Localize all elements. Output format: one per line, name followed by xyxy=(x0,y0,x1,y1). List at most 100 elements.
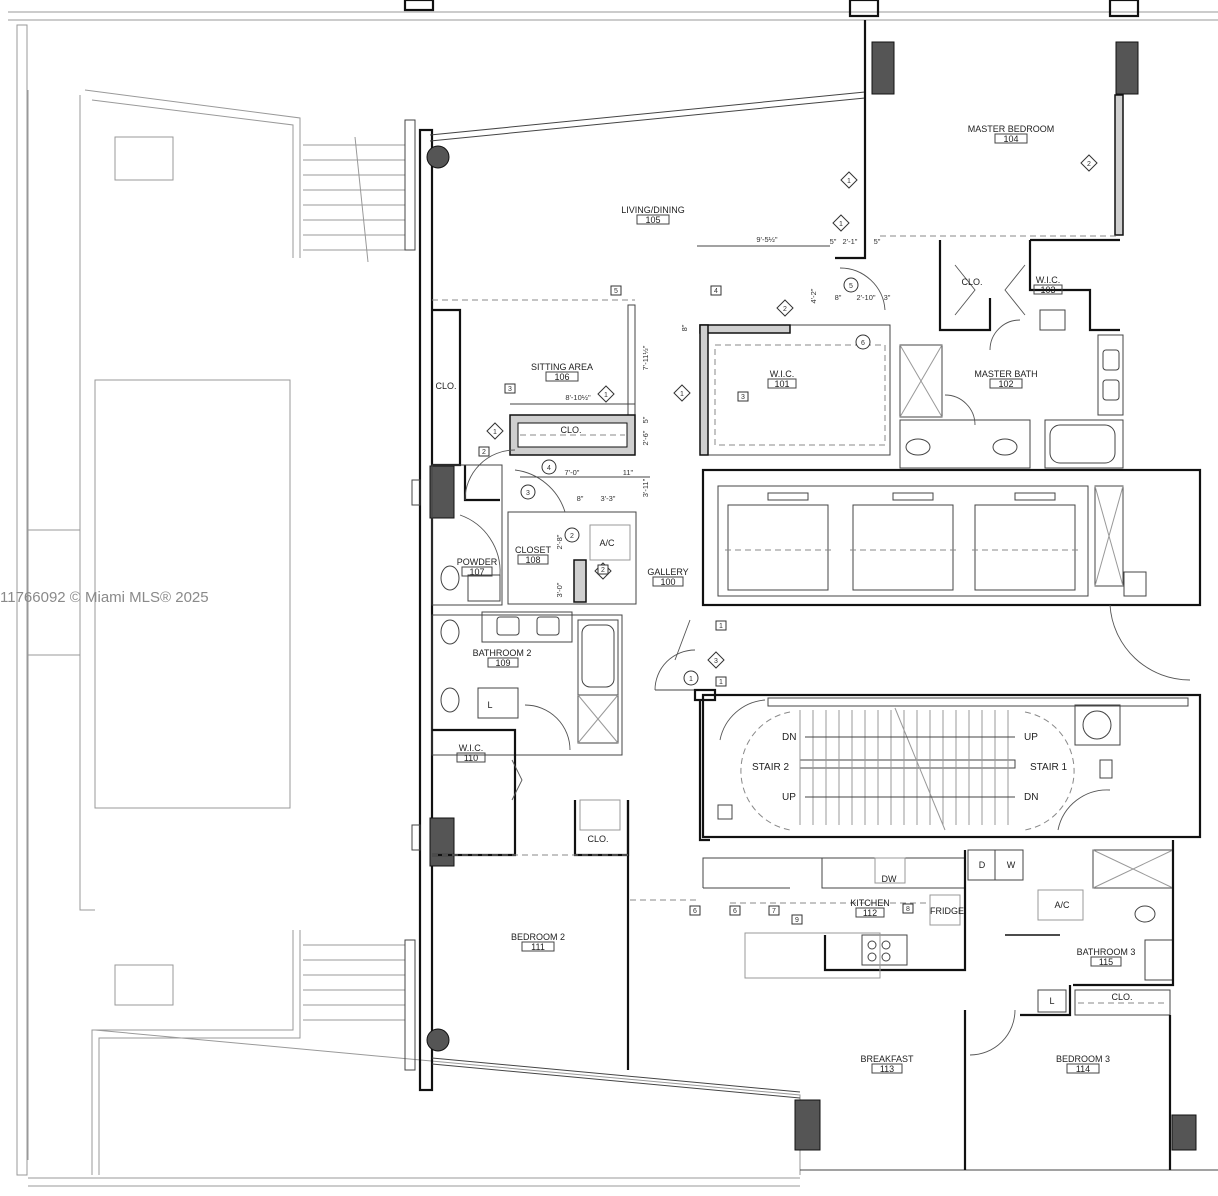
svg-text:2: 2 xyxy=(601,567,605,574)
svg-text:D: D xyxy=(979,860,986,870)
washer-label: W xyxy=(1007,860,1016,870)
svg-text:3: 3 xyxy=(741,394,745,401)
svg-text:11": 11" xyxy=(623,468,634,477)
keynote-box: 8 xyxy=(902,903,914,914)
svg-text:2: 2 xyxy=(482,449,486,456)
svg-text:114: 114 xyxy=(1076,1064,1090,1074)
svg-text:CLO.: CLO. xyxy=(961,277,982,287)
keynote-circle: 1 xyxy=(683,670,699,686)
svg-text:6: 6 xyxy=(693,908,697,915)
svg-text:7: 7 xyxy=(772,908,776,915)
top-railing xyxy=(8,0,1218,21)
svg-text:L: L xyxy=(487,700,492,710)
svg-text:1: 1 xyxy=(604,392,608,399)
svg-text:LIVING/DINING: LIVING/DINING xyxy=(621,205,685,215)
svg-text:2: 2 xyxy=(783,306,787,313)
room-label-wic-103: W.I.C.103 xyxy=(1033,275,1063,295)
svg-text:FRIDGE: FRIDGE xyxy=(930,906,964,916)
west-wall xyxy=(404,119,455,1092)
svg-text:2: 2 xyxy=(1087,161,1091,168)
laundry-label: L xyxy=(487,700,492,710)
svg-text:107: 107 xyxy=(469,567,484,577)
svg-text:5": 5" xyxy=(830,237,837,246)
svg-text:3": 3" xyxy=(884,293,891,302)
fridge-label: FRIDGE xyxy=(930,906,964,916)
west-rooms xyxy=(431,299,700,1070)
keynote-circle: 4 xyxy=(541,459,557,475)
svg-text:8'-10½": 8'-10½" xyxy=(565,393,591,402)
svg-text:POWDER: POWDER xyxy=(457,557,498,567)
south-curtain-wall xyxy=(431,1057,1218,1171)
keynote-circle: 3 xyxy=(520,484,536,500)
svg-text:4: 4 xyxy=(547,465,551,472)
svg-text:3: 3 xyxy=(508,386,512,393)
keynote-box: 7 xyxy=(768,905,780,916)
keynote-diamond: 1 xyxy=(673,384,691,402)
terrace-steps-top xyxy=(303,136,405,263)
svg-text:A/C: A/C xyxy=(1054,900,1070,910)
svg-text:BEDROOM 3: BEDROOM 3 xyxy=(1056,1054,1110,1064)
stair-core xyxy=(701,693,1202,839)
room-label-clo-bedroom2: CLO. xyxy=(587,834,608,844)
svg-text:6: 6 xyxy=(733,908,737,915)
svg-text:102: 102 xyxy=(998,379,1013,389)
svg-text:STAIR 1: STAIR 1 xyxy=(1030,762,1067,773)
keynote-circle: 6 xyxy=(855,334,871,350)
svg-text:3'-11": 3'-11" xyxy=(641,478,650,497)
svg-text:105: 105 xyxy=(645,215,660,225)
svg-text:2'-6": 2'-6" xyxy=(641,430,650,445)
room-label-clo-bedroom3: CLO. xyxy=(1111,992,1132,1002)
svg-text:106: 106 xyxy=(554,372,569,382)
keynote-box: 2 xyxy=(597,564,609,575)
svg-text:L: L xyxy=(1049,996,1054,1006)
svg-text:1: 1 xyxy=(719,679,723,686)
svg-text:BREAKFAST: BREAKFAST xyxy=(860,1054,914,1064)
svg-text:5": 5" xyxy=(641,416,650,423)
keynote-box: 4 xyxy=(710,285,722,296)
svg-text:6: 6 xyxy=(861,340,865,347)
svg-text:CLOSET: CLOSET xyxy=(515,545,552,555)
svg-text:1: 1 xyxy=(680,391,684,398)
gallery-doors xyxy=(654,619,717,842)
laundry-label-2: L xyxy=(1049,996,1054,1006)
svg-text:112: 112 xyxy=(863,908,877,918)
svg-text:GALLERY: GALLERY xyxy=(647,567,688,577)
stair-treads xyxy=(799,707,1009,831)
svg-text:3: 3 xyxy=(526,490,530,497)
dimensions: 9'-5½" 5" 2'-1" 5" 4'-2" 8" 2'-10" 3" 8"… xyxy=(510,235,891,597)
svg-text:101: 101 xyxy=(774,379,789,389)
keynote-diamond: 2 xyxy=(776,299,794,317)
svg-text:DW: DW xyxy=(882,874,897,884)
svg-text:DN: DN xyxy=(1024,792,1038,803)
svg-text:MASTER BEDROOM: MASTER BEDROOM xyxy=(968,124,1055,134)
keynote-box: 3 xyxy=(737,391,749,402)
stair-labels: DN STAIR 2 UP UP STAIR 1 DN xyxy=(752,732,1067,803)
svg-text:A/C: A/C xyxy=(599,538,615,548)
kitchen xyxy=(702,850,967,979)
svg-text:BATHROOM 3: BATHROOM 3 xyxy=(1077,947,1136,957)
svg-text:1: 1 xyxy=(839,221,843,228)
elevator-bank xyxy=(701,468,1202,681)
svg-text:W.I.C.: W.I.C. xyxy=(1036,275,1061,285)
keynote-box: 1 xyxy=(715,676,727,687)
svg-text:109: 109 xyxy=(495,658,510,668)
keynote-box: 5 xyxy=(610,285,622,296)
svg-text:4: 4 xyxy=(714,288,718,295)
left-terrace xyxy=(16,24,801,1187)
svg-text:5": 5" xyxy=(874,237,881,246)
keynote-box: 6 xyxy=(689,905,701,916)
svg-text:115: 115 xyxy=(1099,957,1113,967)
room-label-wic-110: W.I.C.110 xyxy=(456,743,486,763)
watermark: 11766092 © Miami MLS® 2025 xyxy=(0,589,209,606)
svg-text:BATHROOM 2: BATHROOM 2 xyxy=(473,648,532,658)
svg-text:MASTER BATH: MASTER BATH xyxy=(974,369,1037,379)
svg-text:5: 5 xyxy=(614,288,618,295)
